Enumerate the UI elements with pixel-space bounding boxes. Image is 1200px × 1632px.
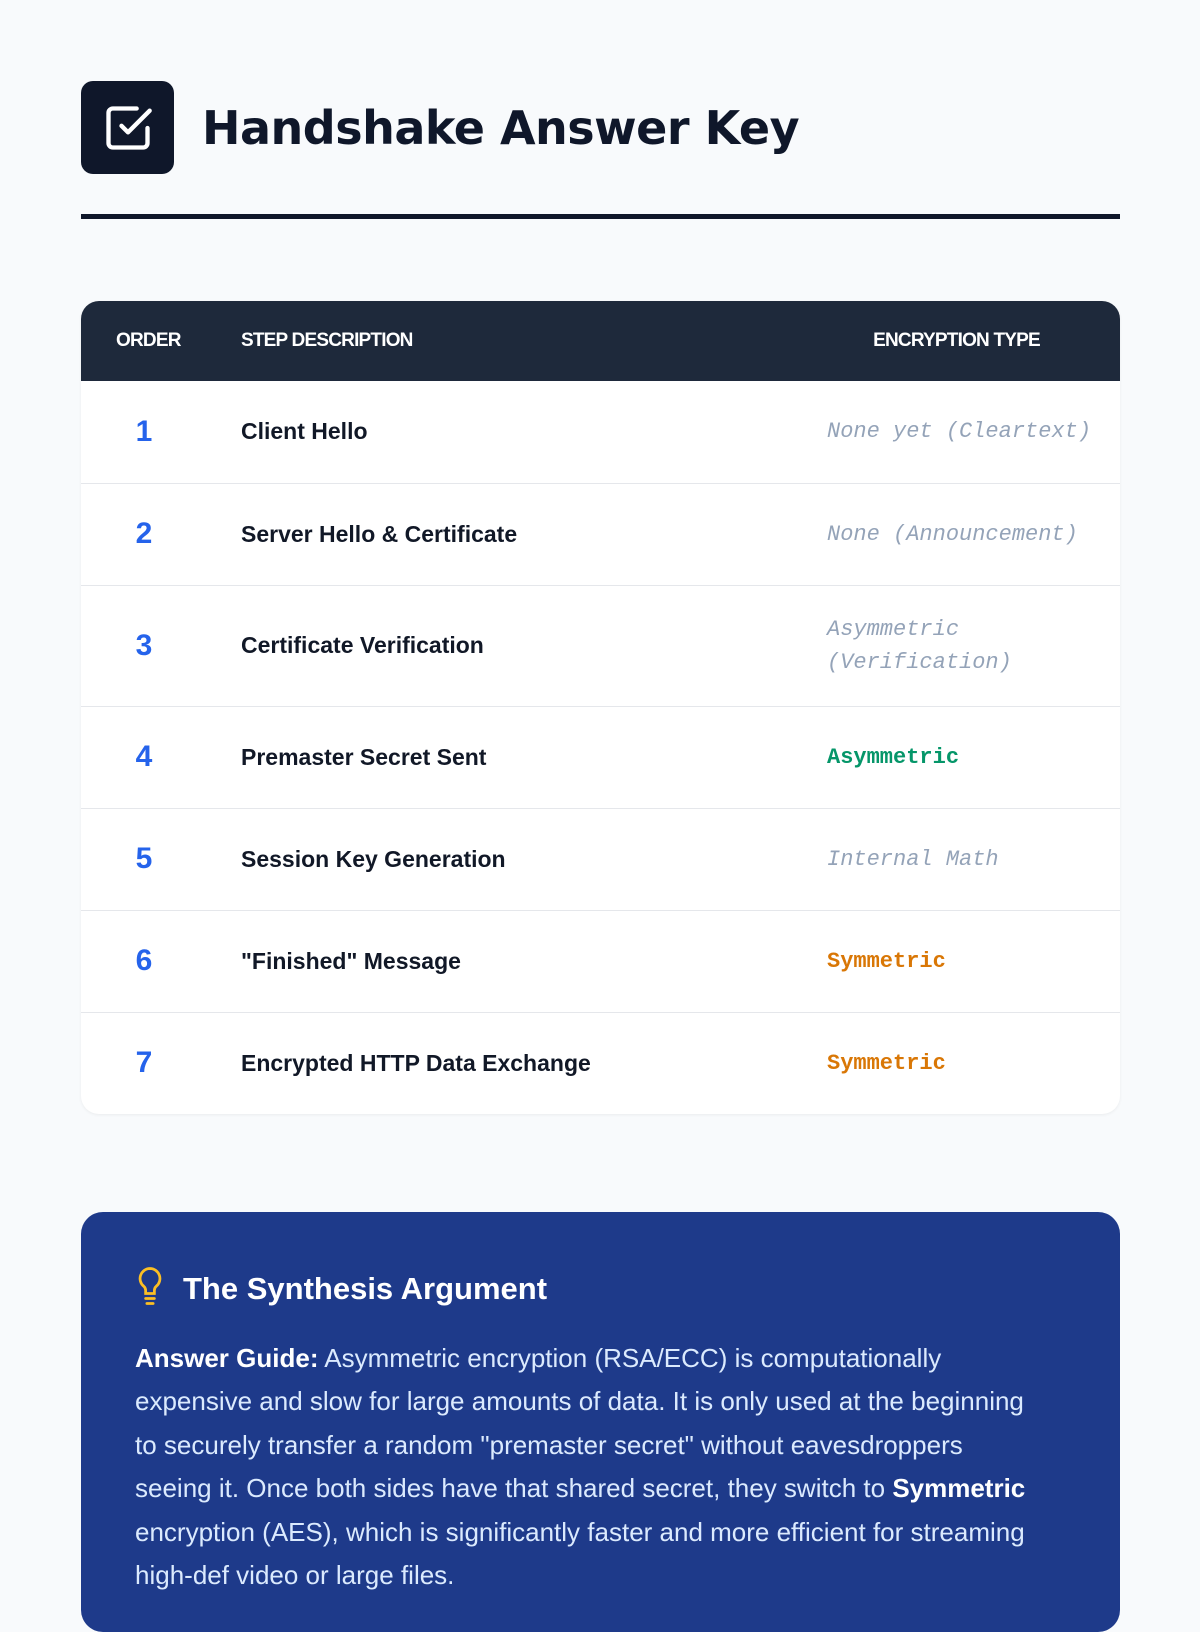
step-description: Encrypted HTTP Data Exchange	[207, 1011, 793, 1114]
answer-guide-label: Answer Guide:	[135, 1343, 319, 1373]
step-description: "Finished" Message	[207, 909, 793, 1012]
step-order: 4	[81, 705, 207, 808]
encryption-type: Asymmetric	[793, 705, 1120, 808]
synthesis-panel: The Synthesis Argument Answer Guide: Asy…	[81, 1212, 1120, 1632]
table-header-row: ORDER STEP DESCRIPTION ENCRYPTION TYPE	[81, 301, 1120, 381]
encryption-type: Symmetric	[793, 1011, 1120, 1114]
answer-table: ORDER STEP DESCRIPTION ENCRYPTION TYPE 1…	[81, 301, 1120, 1114]
encryption-type: Symmetric	[793, 909, 1120, 1012]
step-description: Server Hello & Certificate	[207, 482, 793, 585]
synthesis-text: Answer Guide: Asymmetric encryption (RSA…	[135, 1337, 1045, 1597]
step-order: 6	[81, 909, 207, 1012]
step-order: 5	[81, 807, 207, 910]
checkbox-icon	[81, 81, 174, 174]
step-order: 7	[81, 1011, 207, 1114]
page-header: Handshake Answer Key	[81, 81, 800, 174]
synthesis-text-part: encryption (AES), which is significantly…	[135, 1516, 1025, 1591]
table-row: 1 Client Hello None yet (Cleartext)	[81, 381, 1120, 483]
column-header-order: ORDER	[81, 301, 207, 381]
divider	[81, 214, 1120, 219]
lightbulb-icon	[135, 1266, 165, 1311]
step-description: Certificate Verification	[207, 584, 793, 706]
step-order: 1	[135, 414, 153, 448]
synthesis-text-part: Asymmetric encryption (RSA/ECC) is compu…	[135, 1343, 1024, 1504]
encryption-type: Asymmetric (Verification)	[793, 584, 1120, 706]
step-description: Premaster Secret Sent	[207, 705, 793, 808]
synthesis-title: The Synthesis Argument	[183, 1270, 548, 1306]
encryption-type: Internal Math	[793, 807, 1120, 910]
column-header-encryption: ENCRYPTION TYPE	[793, 301, 1120, 381]
page-title: Handshake Answer Key	[202, 100, 800, 155]
encryption-type: None (Announcement)	[793, 482, 1120, 585]
step-description: Client Hello	[241, 418, 368, 445]
column-header-step: STEP DESCRIPTION	[207, 301, 793, 381]
step-description: Session Key Generation	[207, 807, 793, 910]
encryption-type: None yet (Cleartext)	[827, 419, 1092, 445]
symmetric-term: Symmetric	[892, 1473, 1026, 1504]
step-order: 3	[81, 584, 207, 706]
step-order: 2	[81, 482, 207, 585]
